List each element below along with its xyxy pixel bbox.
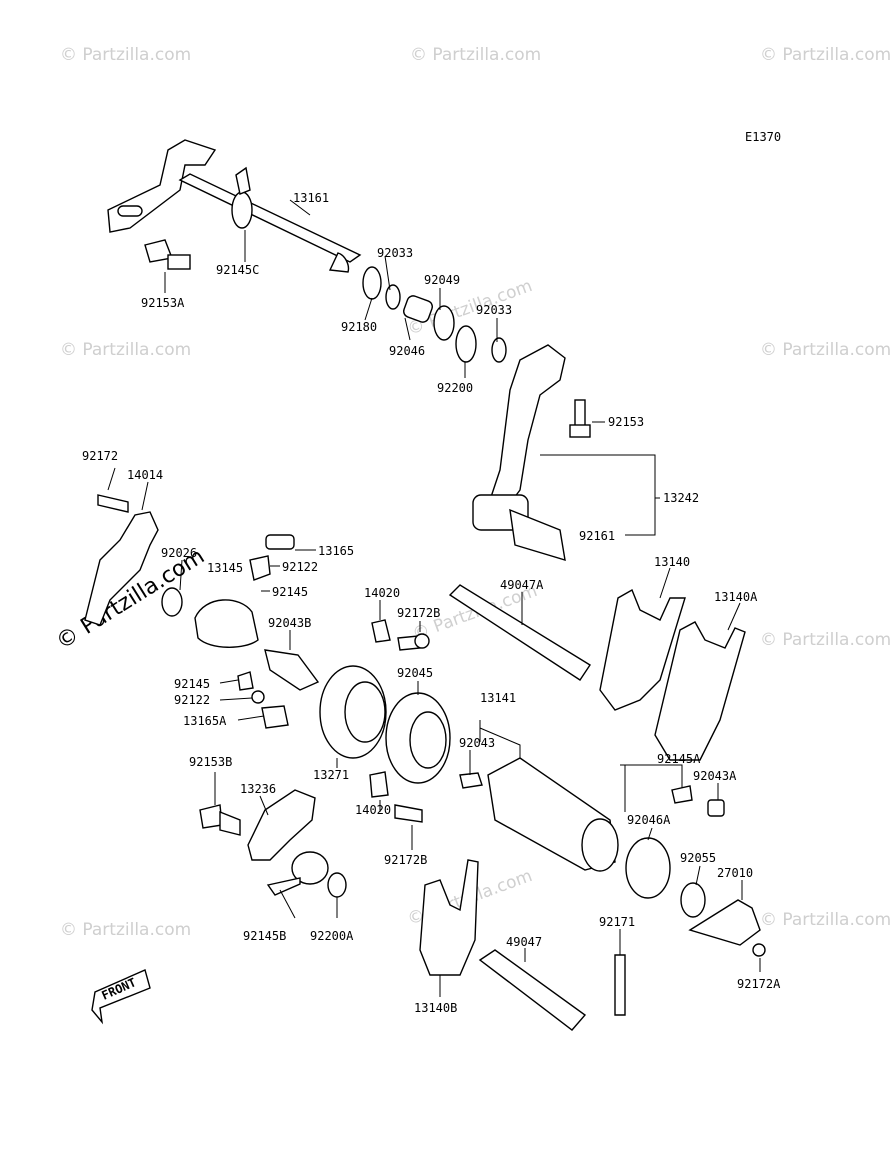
part-label[interactable]: 92043B bbox=[268, 616, 311, 630]
part-label[interactable]: 92026 bbox=[161, 546, 197, 560]
part-label[interactable]: 92145B bbox=[243, 929, 286, 943]
part-label[interactable]: 92045 bbox=[397, 666, 433, 680]
part-label[interactable]: 92145C bbox=[216, 263, 259, 277]
part-label[interactable]: 92172B bbox=[384, 853, 427, 867]
part-label[interactable]: 92153A bbox=[141, 296, 185, 310]
part-label[interactable]: 92171 bbox=[599, 915, 635, 929]
part-label[interactable]: 92043 bbox=[459, 736, 495, 750]
watermark: © Partzilla.com bbox=[760, 630, 891, 650]
part-label[interactable]: 13140 bbox=[654, 555, 690, 569]
part-label[interactable]: 92046A bbox=[627, 813, 671, 827]
watermark: © Partzilla.com bbox=[410, 45, 541, 65]
part-label[interactable]: 49047A bbox=[500, 578, 544, 592]
part-label[interactable]: 13140A bbox=[714, 590, 758, 604]
part-label[interactable]: 13271 bbox=[313, 768, 349, 782]
part-label[interactable]: 92200A bbox=[310, 929, 354, 943]
part-label[interactable]: 13236 bbox=[240, 782, 276, 796]
part-label[interactable]: 92145 bbox=[272, 585, 308, 599]
part-label[interactable]: 92033 bbox=[476, 303, 512, 317]
part-label[interactable]: 92161 bbox=[579, 529, 615, 543]
watermark: © Partzilla.com bbox=[760, 910, 891, 930]
watermark: © Partzilla.com bbox=[60, 45, 191, 65]
part-label[interactable]: 92055 bbox=[680, 851, 716, 865]
parts-artwork: FRONT bbox=[84, 139, 766, 1031]
part-label[interactable]: 92153 bbox=[608, 415, 644, 429]
part-label[interactable]: 14014 bbox=[127, 468, 163, 482]
diagram-code: E1370 bbox=[745, 130, 781, 144]
part-label[interactable]: 14020 bbox=[355, 803, 391, 817]
watermark: © Partzilla.com bbox=[60, 920, 191, 940]
part-label[interactable]: 92153B bbox=[189, 755, 232, 769]
part-label[interactable]: 13242 bbox=[663, 491, 699, 505]
part-label[interactable]: 92172B bbox=[397, 606, 440, 620]
part-label[interactable]: 49047 bbox=[506, 935, 542, 949]
part-label[interactable]: 92145A bbox=[657, 752, 701, 766]
watermark: © Partzilla.com bbox=[760, 340, 891, 360]
part-label[interactable]: 92172 bbox=[82, 449, 118, 463]
watermark: © Partzilla.com bbox=[760, 45, 891, 65]
part-label[interactable]: 13161 bbox=[293, 191, 329, 205]
part-label[interactable]: 92122 bbox=[174, 693, 210, 707]
part-label[interactable]: 92172A bbox=[737, 977, 781, 991]
part-label[interactable]: 27010 bbox=[717, 866, 753, 880]
part-label[interactable]: 13140B bbox=[414, 1001, 457, 1015]
part-label[interactable]: 92049 bbox=[424, 273, 460, 287]
part-labels: 13161 92145C 92153A 92033 92049 92180 92… bbox=[82, 191, 781, 1015]
leader-lines bbox=[107, 199, 761, 997]
part-label[interactable]: 92043A bbox=[693, 769, 737, 783]
part-label[interactable]: 92122 bbox=[282, 560, 318, 574]
part-label[interactable]: 13165 bbox=[318, 544, 354, 558]
part-label[interactable]: 92033 bbox=[377, 246, 413, 260]
part-label[interactable]: 92180 bbox=[341, 320, 377, 334]
part-label[interactable]: 13145 bbox=[207, 561, 243, 575]
part-label[interactable]: 92145 bbox=[174, 677, 210, 691]
part-label[interactable]: 14020 bbox=[364, 586, 400, 600]
part-label[interactable]: 92200 bbox=[437, 381, 473, 395]
part-label[interactable]: 13165A bbox=[183, 714, 227, 728]
watermark: © Partzilla.com bbox=[60, 340, 191, 360]
part-label[interactable]: 13141 bbox=[480, 691, 516, 705]
part-label[interactable]: 92046 bbox=[389, 344, 425, 358]
